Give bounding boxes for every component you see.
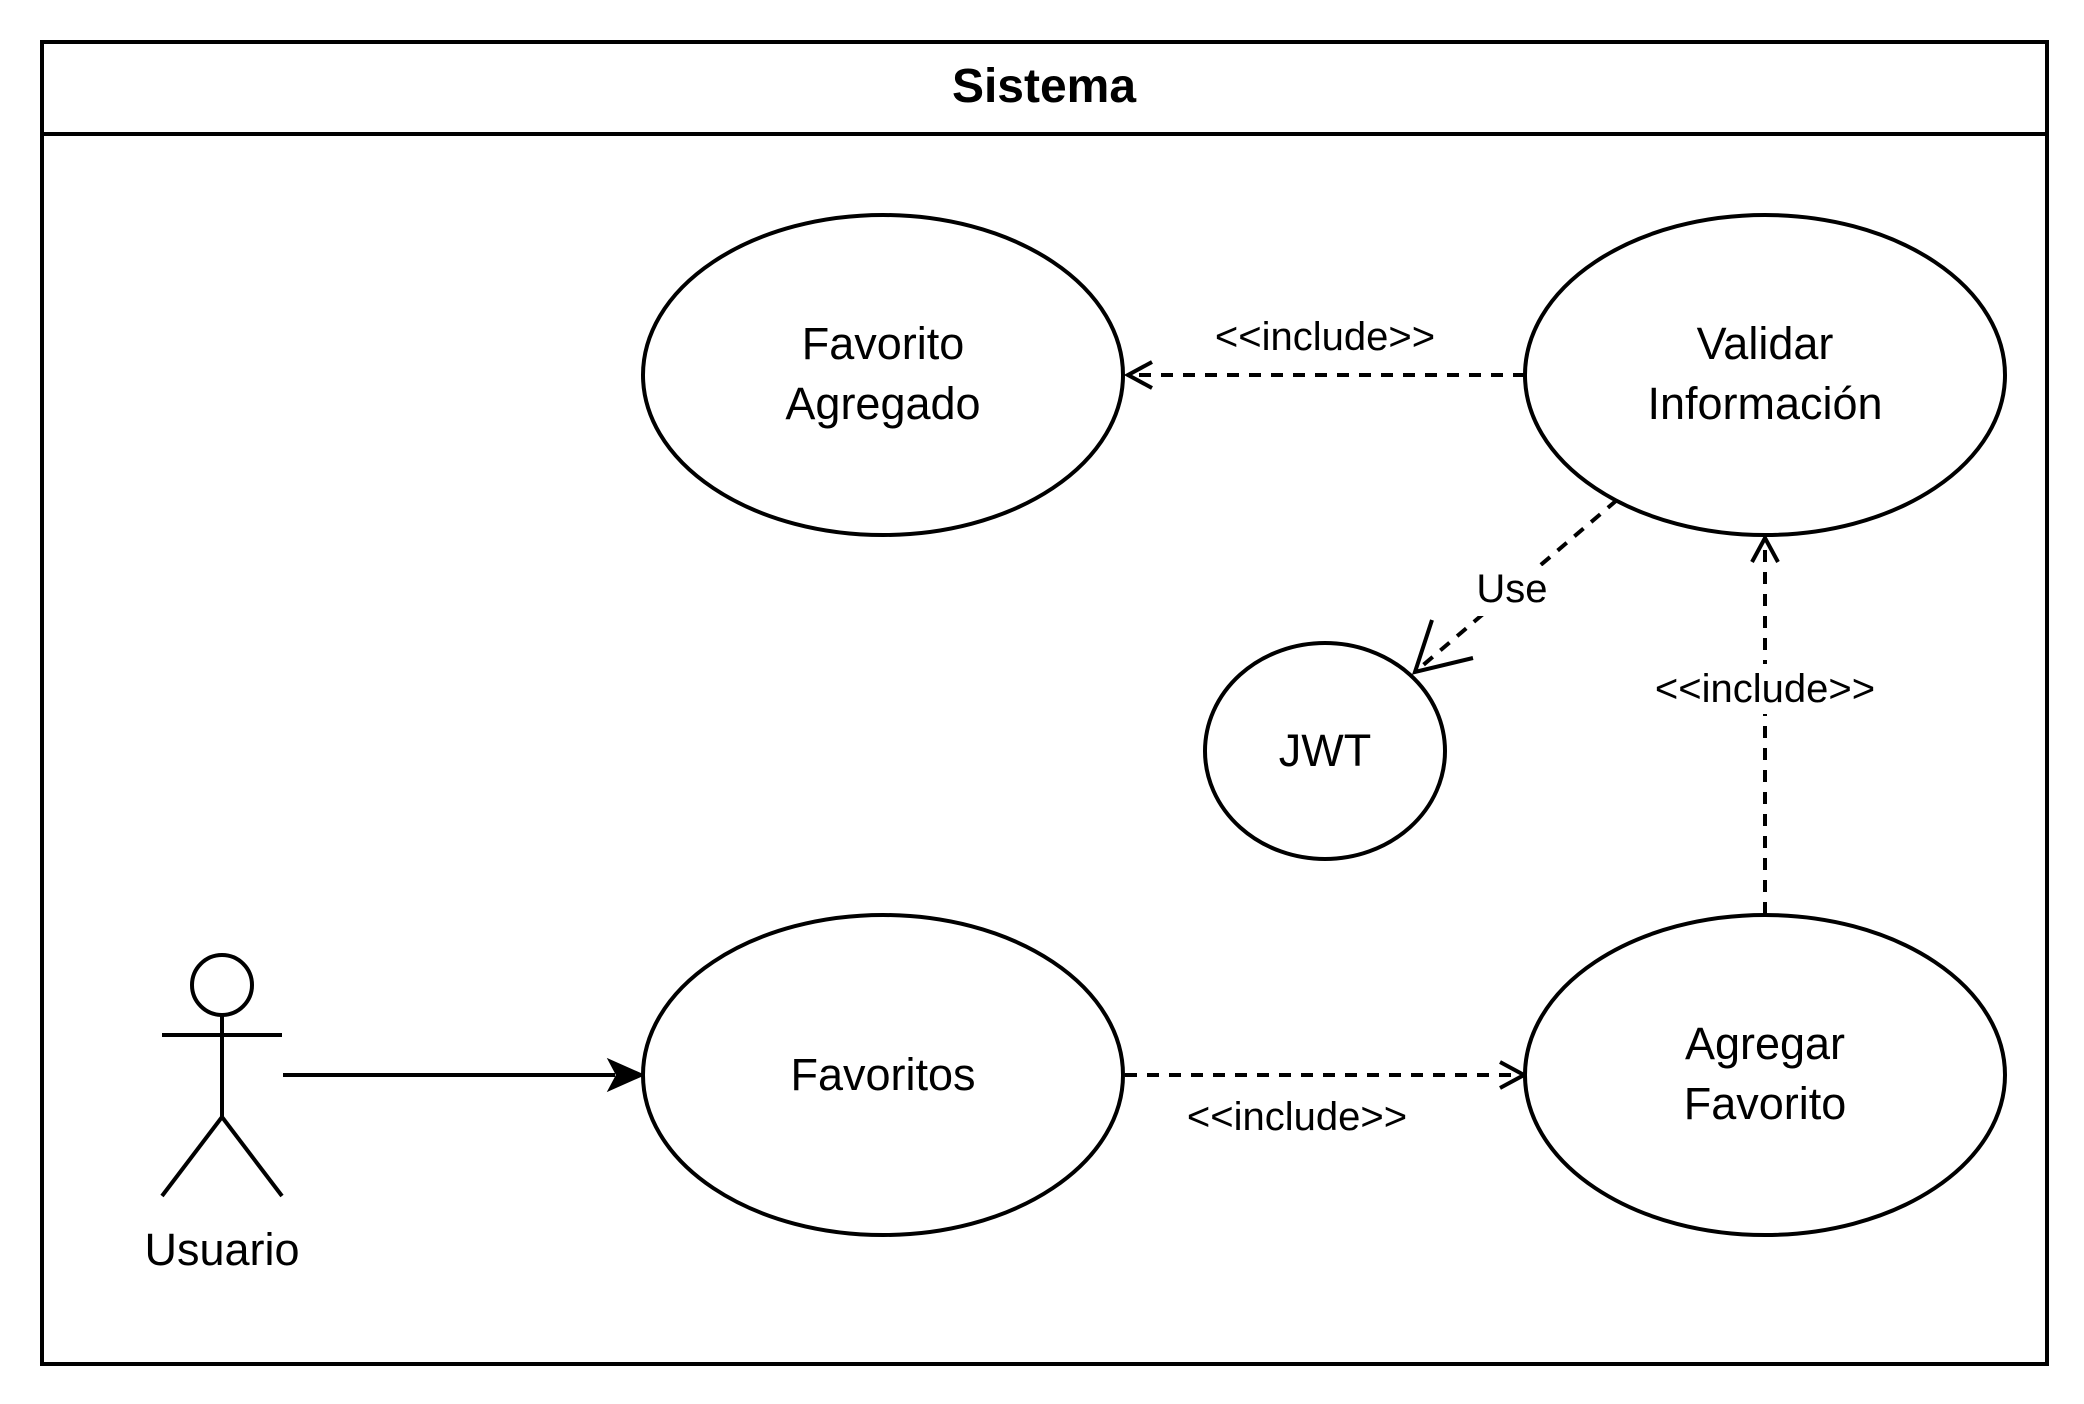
relation-validar-favorito-agregado: <<include>> [1123,315,1525,390]
use-case-agregar-favorito[interactable]: Agregar Favorito [1523,913,2007,1237]
actor-usuario[interactable]: Usuario [144,953,300,1275]
actor-head [190,953,254,1017]
include-label: <<include>> [1215,315,1435,359]
use-case-label-line2: Información [1647,378,1882,429]
use-case-ellipse [1523,213,2007,537]
use-case-favorito-agregado[interactable]: Favorito Agregado [641,213,1125,537]
use-case-validar-informacion[interactable]: Validar Información [1523,213,2007,537]
use-case-label-line1: Favorito [802,318,965,369]
use-case-label-line2: Favorito [1684,1078,1847,1129]
use-case-ellipse [641,213,1125,537]
use-case-label: JWT [1279,725,1371,776]
use-case-ellipse [641,913,1125,1237]
actor-name: Usuario [144,1224,299,1275]
use-label: Use [1476,567,1547,611]
system-title: Sistema [952,60,1136,113]
use-case-label: Favoritos [790,1049,975,1100]
include-label-bg [1640,664,1890,714]
use-case-label-line1: Validar [1697,318,1834,369]
association-usuario-favoritos [283,1057,646,1093]
actor-left-leg [160,1115,224,1198]
use-case-favoritos[interactable]: Favoritos [641,913,1125,1237]
relation-agregar-validar: <<include>> [1640,533,1890,914]
relation-favoritos-agregar: <<include>> [1125,1060,1529,1139]
open-arrowhead [1750,533,1780,563]
open-arrowhead [1123,360,1153,390]
include-label: <<include>> [1187,1095,1407,1139]
filled-arrowhead [606,1057,646,1093]
include-label: <<include>> [1655,667,1875,711]
open-arrowhead [1411,619,1474,675]
use-case-label-line1: Agregar [1685,1018,1845,1069]
use-case-label-line2: Agregado [785,378,980,429]
use-label-bg [1470,566,1552,616]
use-case-ellipse [1523,913,2007,1237]
relation-validar-jwt: Use [1411,498,1619,675]
use-case-ellipse [1203,641,1447,861]
use-case-jwt[interactable]: JWT [1203,641,1447,861]
actor-right-leg [220,1115,284,1198]
